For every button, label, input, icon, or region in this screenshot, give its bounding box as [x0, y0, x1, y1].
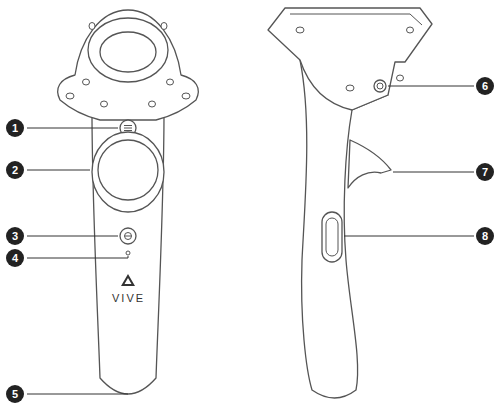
callout-number: 1	[6, 119, 24, 137]
ring-core	[100, 32, 156, 72]
menu-icon	[124, 126, 132, 131]
grip-button-inner	[326, 218, 338, 256]
front-handle	[92, 112, 164, 394]
system-icon-bar	[125, 236, 132, 237]
trackpad-button-side	[374, 80, 386, 92]
callout-number: 8	[476, 227, 494, 245]
trackpad-surround	[92, 132, 164, 212]
trigger	[348, 140, 391, 188]
callout-number: 5	[6, 385, 24, 403]
side-head	[268, 8, 432, 110]
callout-number: 7	[476, 163, 494, 181]
callout-number: 3	[6, 227, 24, 245]
callout-number: 2	[6, 161, 24, 179]
brand-text: VIVE	[112, 293, 145, 304]
trackpad-button-inner	[377, 83, 383, 89]
grip-button	[322, 212, 342, 262]
head-edge	[290, 14, 422, 25]
tracking-ring	[58, 10, 199, 120]
side-handle	[300, 60, 388, 398]
side-sensor-dimples	[296, 27, 414, 91]
ring-inner	[88, 18, 168, 82]
logo-mark	[121, 274, 135, 286]
leader-lines	[27, 86, 474, 394]
callout-number: 4	[6, 249, 24, 267]
system-button	[120, 228, 136, 244]
system-icon	[125, 233, 132, 240]
status-light	[126, 251, 130, 255]
trackpad	[98, 140, 158, 200]
sensor-dimples	[66, 23, 190, 108]
callout-number: 6	[476, 77, 494, 95]
